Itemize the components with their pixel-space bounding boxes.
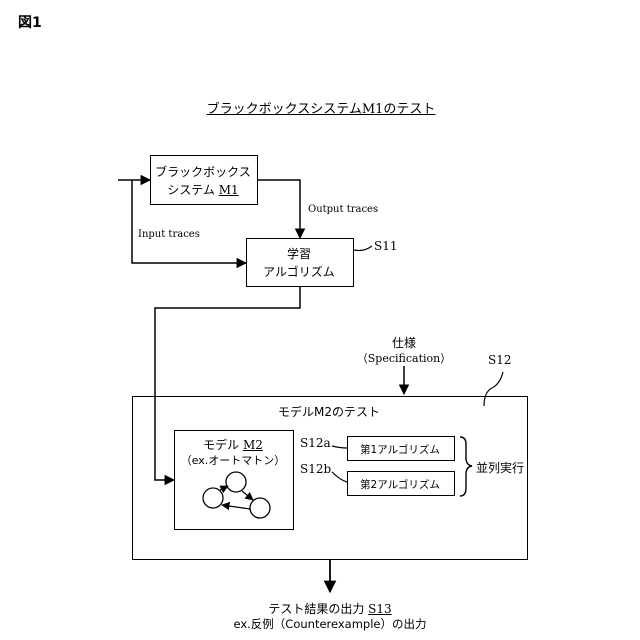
blackbox-system-box: ブラックボックス システム M1 [150, 155, 258, 205]
output-traces-label: Output traces [308, 204, 378, 215]
result-label-prefix: テスト結果の出力 [268, 602, 368, 616]
s12b-ref: S12b [300, 462, 331, 476]
learning-label-line1: 学習 [247, 245, 351, 262]
first-algorithm-label: 第1アルゴリズム [348, 442, 452, 457]
spec-label-line2: （Specification） [344, 350, 464, 366]
learning-algorithm-box: 学習 アルゴリズム [246, 238, 354, 287]
second-algorithm-label: 第2アルゴリズム [348, 477, 452, 492]
blackbox-id: M1 [219, 183, 239, 197]
s11-ref: S11 [374, 239, 398, 253]
model-label-prefix: モデル [203, 438, 243, 452]
result-line1: テスト結果の出力 S13 [220, 600, 440, 617]
s12a-ref: S12a [300, 436, 331, 450]
model-example-label: （ex.オートマトン） [175, 452, 291, 468]
parallel-execution-label: 並列実行 [476, 459, 524, 476]
blackbox-label-line2: システム M1 [151, 181, 255, 198]
blackbox-label-prefix: システム [167, 183, 218, 197]
model-test-title: モデルM2のテスト [133, 403, 525, 420]
s13-ref: S13 [368, 602, 392, 616]
model-id: M2 [243, 438, 263, 452]
spec-label-line1: 仕様 [364, 334, 444, 351]
learning-label-line2: アルゴリズム [247, 263, 351, 280]
first-algorithm-box: 第1アルゴリズム [347, 436, 455, 461]
s12-ref: S12 [488, 353, 512, 367]
s11-leader [354, 246, 372, 251]
model-m2-box: モデル M2 （ex.オートマトン） [174, 430, 294, 530]
blackbox-label-line1: ブラックボックス [151, 163, 255, 180]
result-line2: ex.反例（Counterexample）の出力 [190, 616, 470, 632]
second-algorithm-box: 第2アルゴリズム [347, 471, 455, 496]
input-traces-label: Input traces [138, 229, 200, 240]
model-label-line1: モデル M2 [175, 436, 291, 453]
output-traces-arrow [258, 180, 300, 238]
